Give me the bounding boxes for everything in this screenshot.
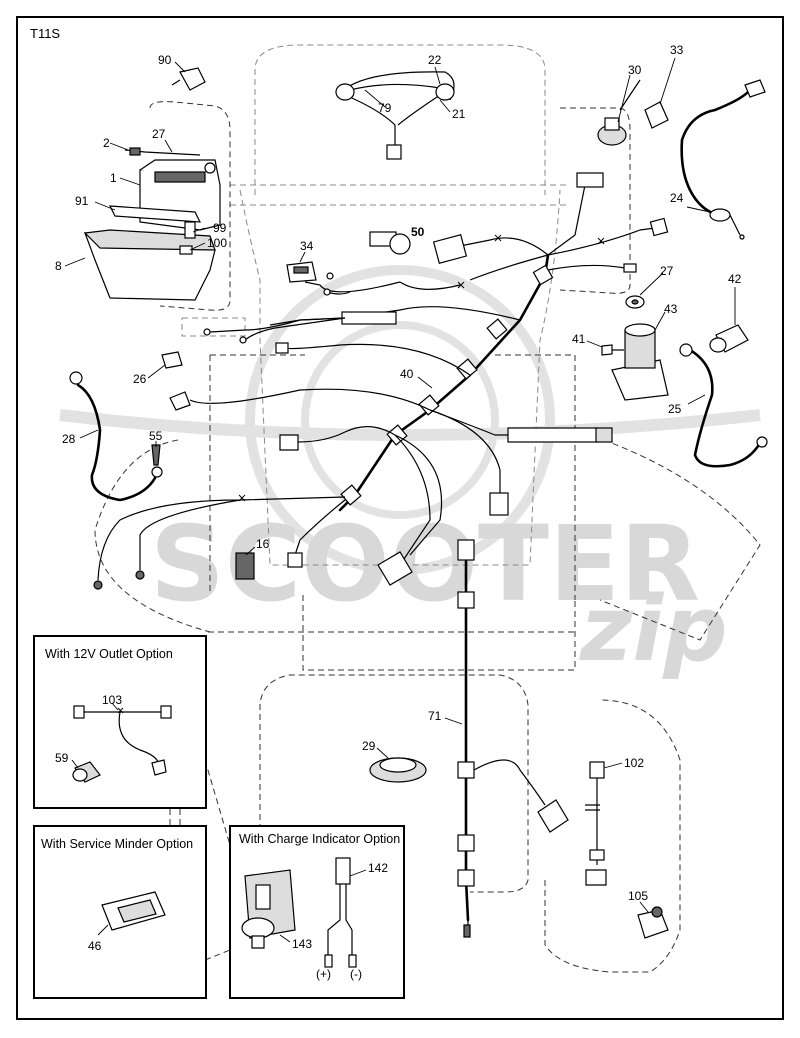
part-90 xyxy=(171,67,206,91)
outlet-title: With 12V Outlet Option xyxy=(45,647,173,661)
callout-103: 103 xyxy=(102,693,122,707)
callout-27-solenoid: 27 xyxy=(660,264,674,278)
charge-title: With Charge Indicator Option xyxy=(239,832,400,846)
callout-102: 102 xyxy=(624,756,644,770)
callout-59: 59 xyxy=(55,751,69,765)
callout-105: 105 xyxy=(628,889,648,903)
callout-43: 43 xyxy=(664,302,678,316)
diagram-frame xyxy=(16,16,784,1020)
option-box-charge-indicator: With Charge Indicator Option 143 142 (+)… xyxy=(229,825,405,999)
part-34-switch xyxy=(286,261,317,283)
option-box-service-minder: With Service Minder Option 46 xyxy=(33,825,207,999)
callout-33: 33 xyxy=(670,43,684,57)
callout-100: 100 xyxy=(207,236,227,250)
part-30-key-switch xyxy=(597,79,641,146)
diagram-code: T11S xyxy=(30,26,61,41)
option-box-12v-outlet: With 12V Outlet Option 103 59 xyxy=(33,635,207,809)
terminal-plus: (+) xyxy=(316,967,331,981)
service-title: With Service Minder Option xyxy=(41,837,193,851)
headlight-harness xyxy=(335,71,455,160)
callout-91: 91 xyxy=(75,194,89,208)
part-28-cable xyxy=(69,371,163,502)
battery-assembly xyxy=(83,147,221,301)
solenoid-assembly xyxy=(601,295,749,401)
callout-22: 22 xyxy=(428,53,442,67)
part-29 xyxy=(369,757,427,783)
callout-99: 99 xyxy=(213,221,227,235)
callout-142: 142 xyxy=(368,861,388,875)
part-26-fuse xyxy=(161,351,183,369)
leader-lines xyxy=(64,57,736,913)
callout-143: 143 xyxy=(292,937,312,951)
main-harness-40 xyxy=(93,172,669,590)
callout-34: 34 xyxy=(300,239,314,253)
callout-26: 26 xyxy=(133,372,147,386)
part-16 xyxy=(235,552,255,580)
callout-labels: 90 22 79 21 33 30 2 27 1 91 99 100 8 34 … xyxy=(55,43,742,903)
part-102 xyxy=(585,761,607,886)
callout-2: 2 xyxy=(103,136,110,150)
part-24-cable xyxy=(680,79,766,240)
callout-90: 90 xyxy=(158,53,172,67)
callout-16: 16 xyxy=(256,537,270,551)
callout-55: 55 xyxy=(149,429,163,443)
callout-8: 8 xyxy=(55,259,62,273)
callout-25: 25 xyxy=(668,402,682,416)
part-25-cable xyxy=(679,343,768,468)
callout-21: 21 xyxy=(452,107,466,121)
part-55 xyxy=(151,444,161,466)
part-33 xyxy=(644,101,669,129)
harness-71 xyxy=(457,539,569,938)
callout-41: 41 xyxy=(572,332,586,346)
callout-46: 46 xyxy=(88,939,102,953)
callout-27-battery: 27 xyxy=(152,127,166,141)
callout-24: 24 xyxy=(670,191,684,205)
callout-50: 50 xyxy=(411,225,425,239)
terminal-minus: (-) xyxy=(350,967,362,981)
callout-30: 30 xyxy=(628,63,642,77)
callout-71: 71 xyxy=(428,709,442,723)
cut-marks xyxy=(238,234,605,502)
part-50 xyxy=(369,231,411,255)
callout-28: 28 xyxy=(62,432,76,446)
callout-42: 42 xyxy=(728,272,742,286)
part-105 xyxy=(637,906,669,939)
callout-79: 79 xyxy=(378,101,392,115)
watermark-script: zip xyxy=(579,577,728,682)
callout-40: 40 xyxy=(400,367,414,381)
callout-1: 1 xyxy=(110,171,117,185)
callout-29: 29 xyxy=(362,739,376,753)
